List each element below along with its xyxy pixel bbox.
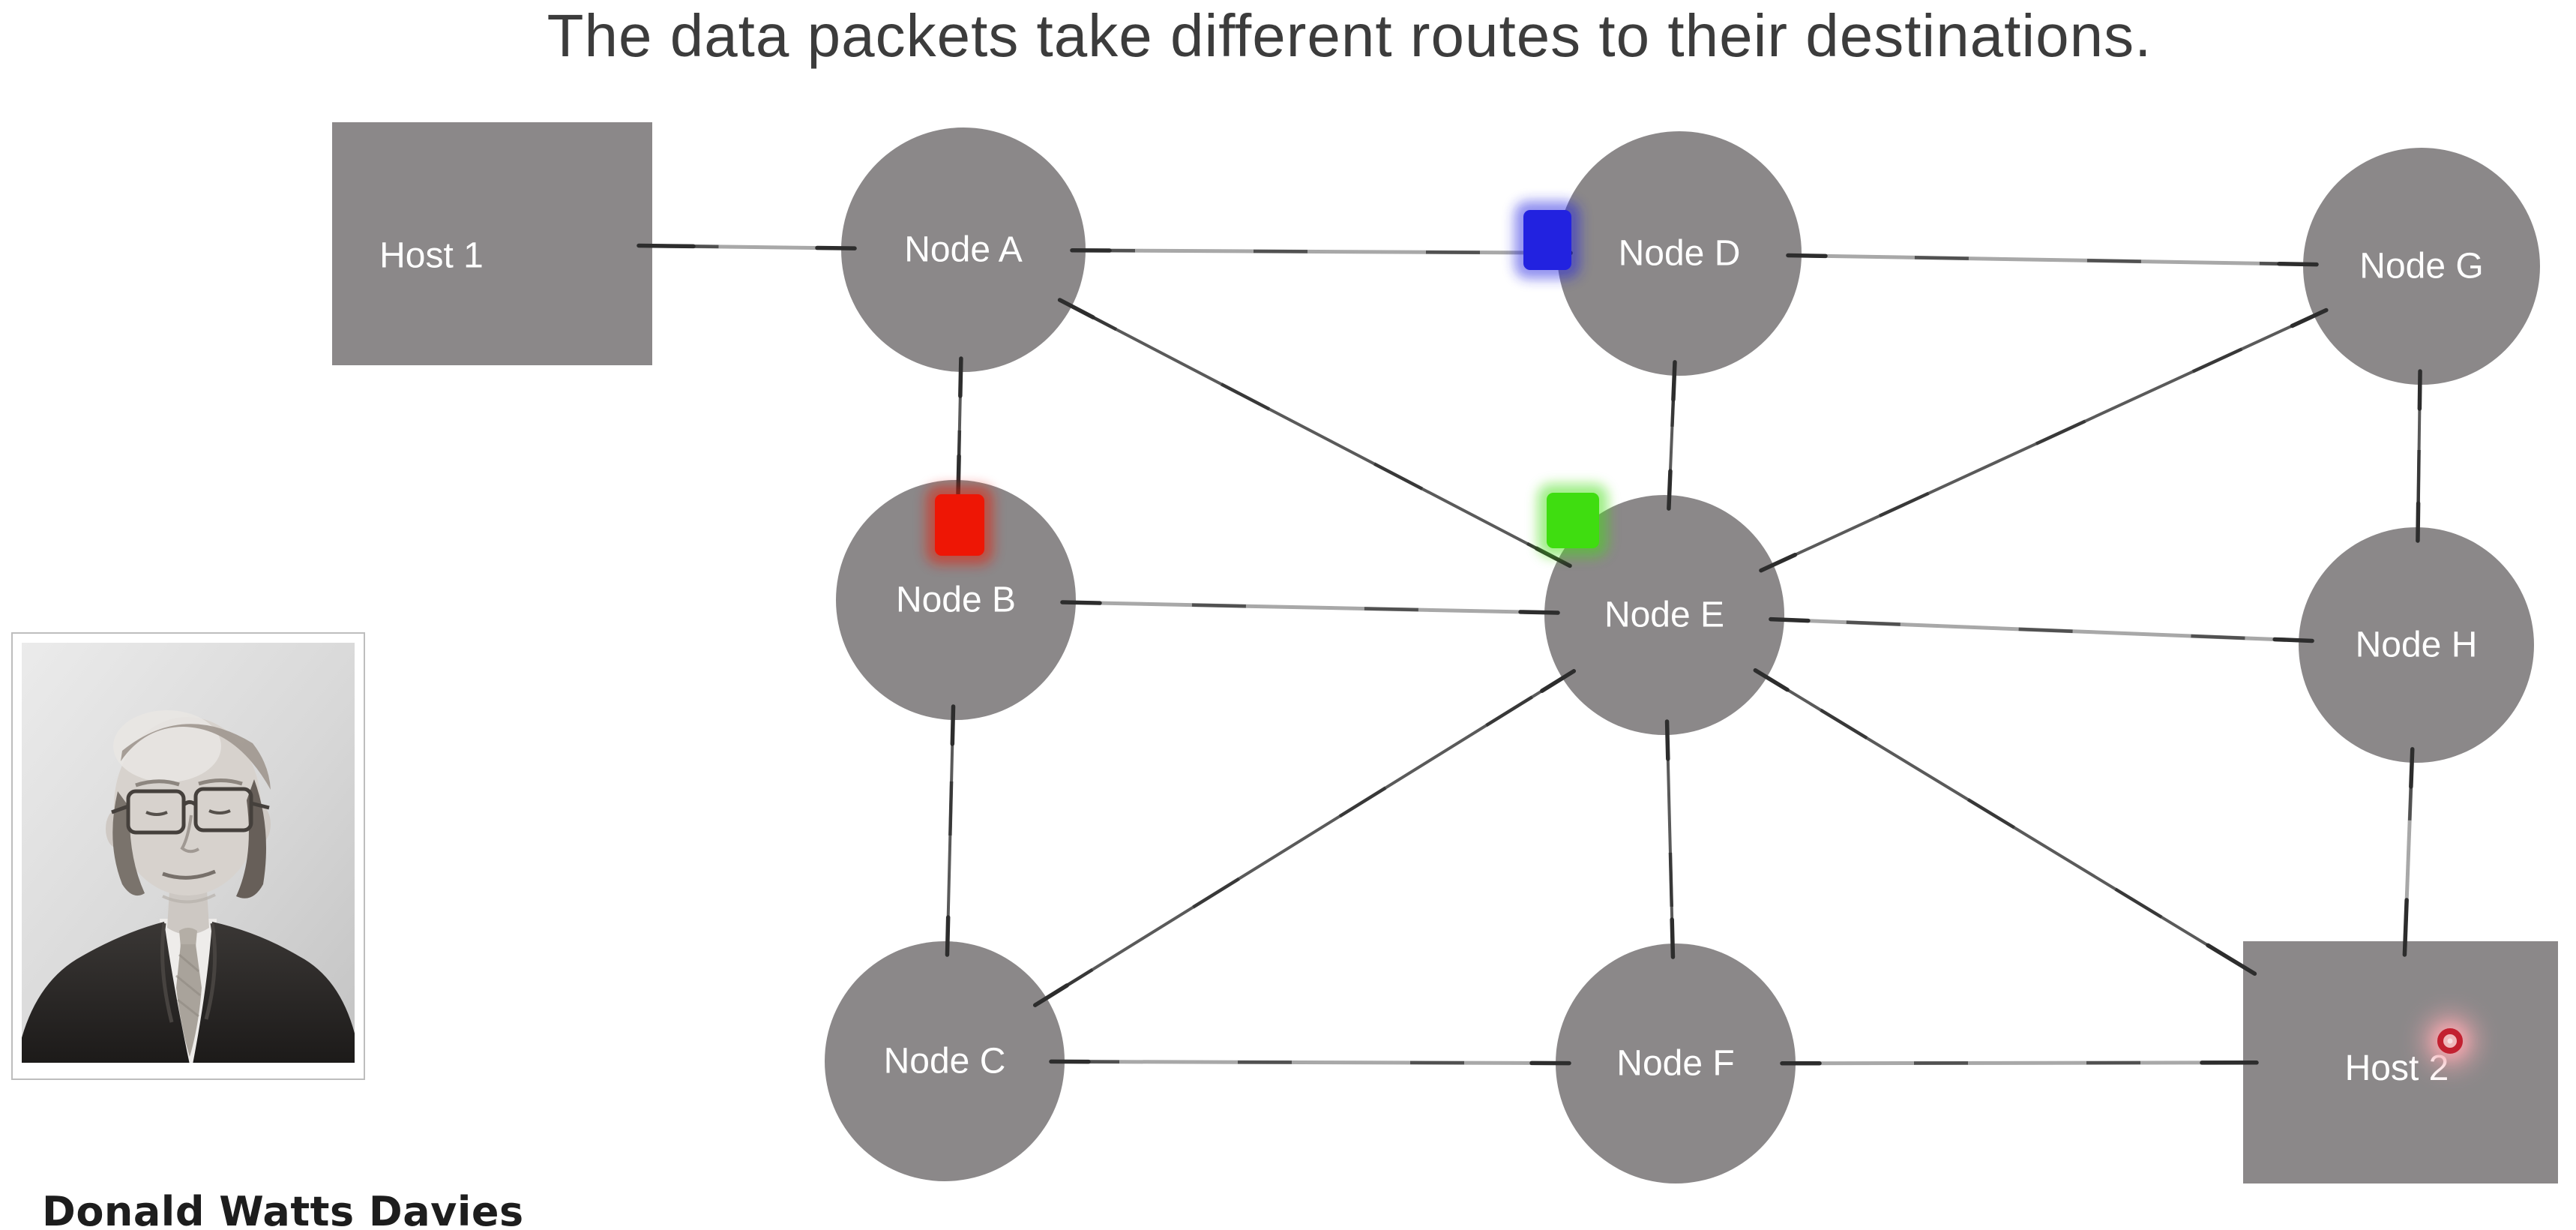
edge-tip-E-G-0 (1759, 552, 1798, 573)
shapes-layer (332, 122, 2558, 1184)
edge-tip-D-E-0 (1671, 360, 1677, 402)
host-label-host1: Host 1 (379, 236, 484, 276)
tie (176, 944, 202, 1057)
host-host1 (332, 122, 652, 365)
edge-tip-B-C-0 (950, 704, 956, 746)
edge-tip-E-host2-1 (2206, 943, 2257, 976)
edge-tip-D-G-0 (1786, 253, 1828, 259)
edge-tip-B-C-1 (945, 915, 951, 957)
chin-shade (162, 893, 216, 904)
crown-highlight (113, 710, 221, 782)
edge-tip-A-B-0 (958, 356, 963, 398)
eyebrow-right (198, 778, 243, 786)
edges-layer (492, 242, 2424, 1066)
glasses-icon (111, 787, 270, 835)
edge-tip-C-E-1 (1540, 669, 1577, 693)
node-label-F: Node F (1616, 1044, 1734, 1084)
packet-green (1547, 493, 1599, 548)
red-ping-marker-dot (2447, 1038, 2453, 1044)
edge-tip-E-G-1 (2290, 308, 2329, 328)
node-label-G: Node G (2359, 247, 2483, 286)
edge-tip-H-host2-0 (2409, 747, 2415, 789)
edge-tips-layer (637, 243, 2422, 1066)
edge-tip-E-H-1 (2272, 637, 2314, 644)
edge-tip-E-F-0 (1664, 719, 1670, 761)
portrait-illustration (22, 643, 355, 1063)
host-host2 (2243, 941, 2558, 1184)
edge-dash-E-G (1664, 264, 2422, 617)
lapel-left (160, 922, 174, 1023)
node-label-B: Node B (896, 580, 1016, 620)
edge-tip-E-F-1 (1670, 917, 1676, 959)
mouth (162, 869, 216, 880)
eyebrow-left (135, 779, 180, 788)
suit-left (22, 922, 190, 1063)
portrait-photo (11, 632, 365, 1080)
node-F (1556, 944, 1796, 1184)
node-A (841, 128, 1086, 372)
page-title: The data packets take different routes t… (547, 2, 2152, 69)
node-label-E: Node E (1604, 596, 1724, 635)
eye-right (208, 809, 231, 814)
edge-tip-D-E-1 (1667, 469, 1673, 511)
nose (180, 814, 200, 854)
edge-tip-G-H-1 (2416, 501, 2421, 543)
node-D (1557, 131, 1802, 376)
edge-tip-C-E-0 (1032, 983, 1069, 1007)
node-E (1544, 495, 1784, 735)
edge-tip-B-E-0 (1060, 600, 1102, 605)
packet-blue (1523, 210, 1571, 270)
edge-tip-A-E-0 (1057, 298, 1095, 320)
node-label-D: Node D (1619, 234, 1741, 274)
edge-tip-H-host2-1 (2402, 898, 2409, 957)
edge-tip-host1-A-1 (815, 245, 857, 250)
edge-tip-E-H-0 (1769, 616, 1811, 623)
edge-dash-E-H (1664, 613, 2417, 647)
edge-tip-host1-A-0 (637, 243, 696, 249)
hair-right (236, 779, 266, 898)
packet-red (935, 494, 984, 556)
portrait-caption: Donald Watts Davies (42, 1188, 524, 1230)
edge-tip-B-E-1 (1518, 610, 1560, 615)
suit-right (193, 922, 355, 1063)
edge-tip-D-G-1 (2277, 261, 2319, 267)
eye-left (145, 811, 168, 816)
lapel-right (204, 922, 217, 1020)
edge-tip-E-host2-0 (1753, 668, 1790, 692)
node-H (2299, 527, 2534, 763)
node-B (836, 480, 1076, 720)
node-C (825, 941, 1065, 1181)
packets-layer (926, 201, 2480, 1071)
node-G (2303, 148, 2540, 385)
node-label-C: Node C (884, 1042, 1006, 1082)
hair-top (121, 724, 271, 790)
node-label-A: Node A (904, 230, 1022, 270)
edge-tip-G-H-0 (2417, 369, 2422, 411)
hair-left (112, 791, 145, 896)
node-label-H: Node H (2356, 626, 2478, 665)
